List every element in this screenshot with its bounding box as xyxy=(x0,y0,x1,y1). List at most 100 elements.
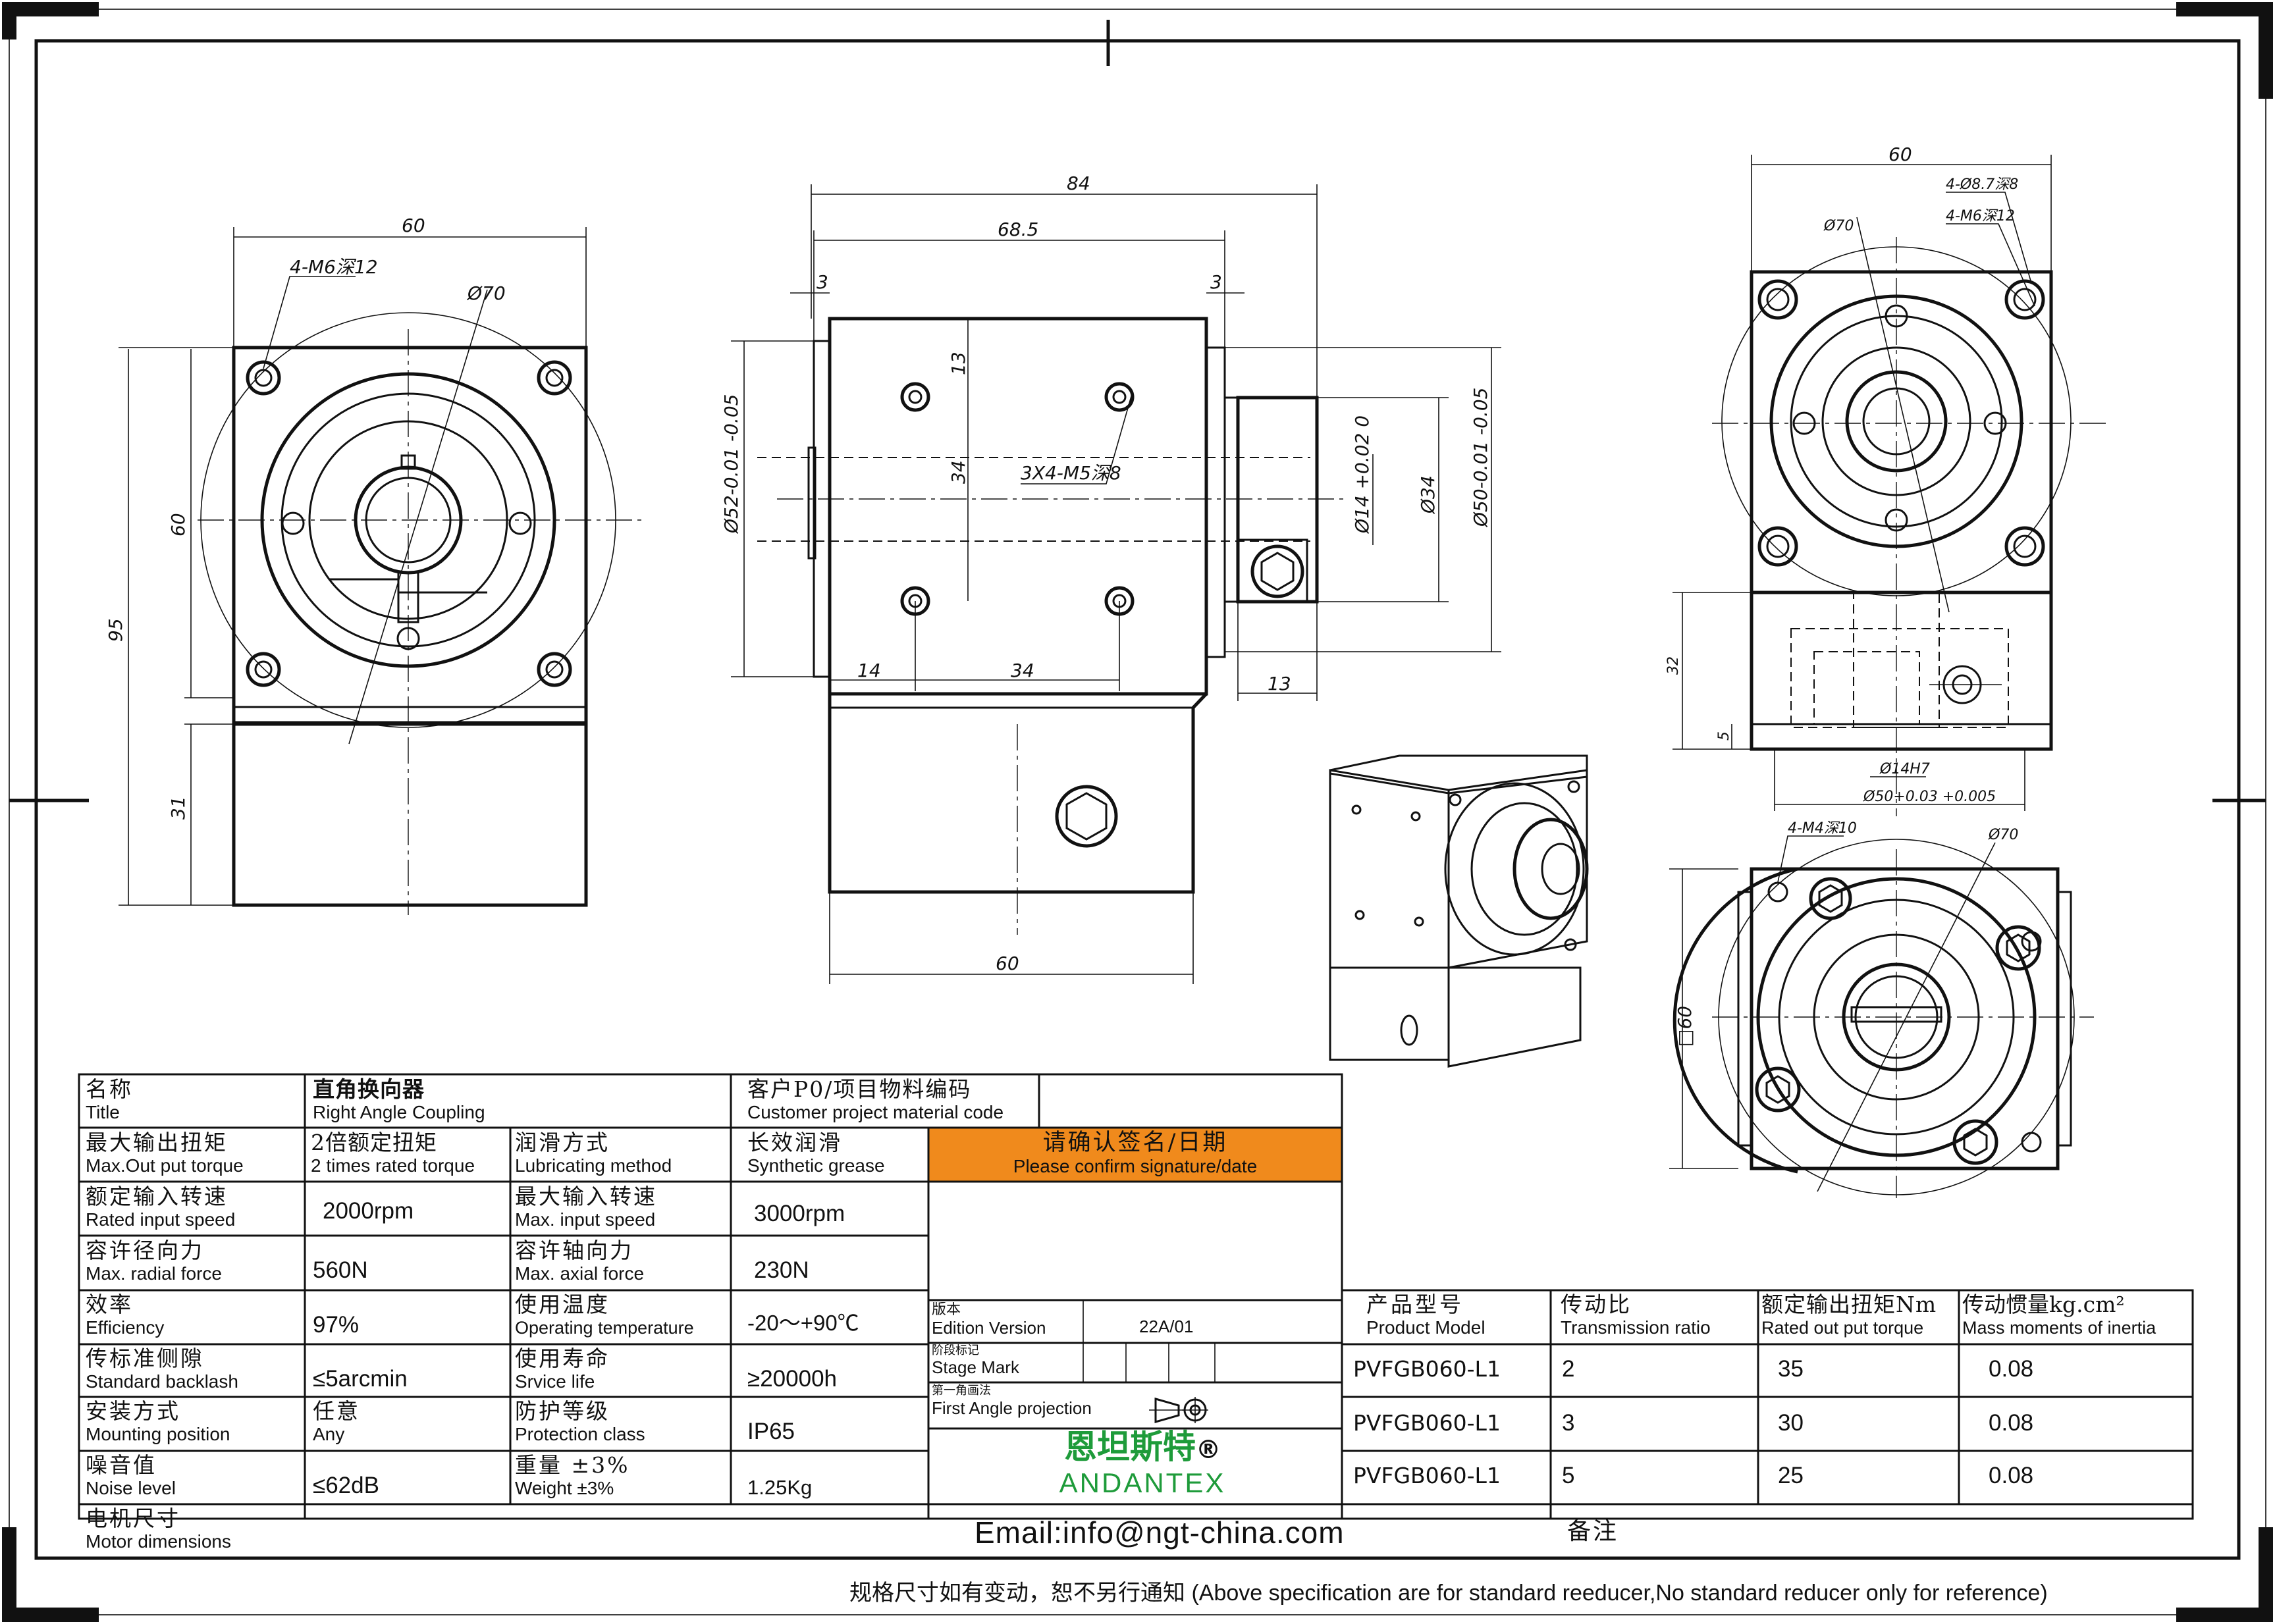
cell-noise-value: ≤62dB xyxy=(313,1473,379,1498)
confirm-signature-banner: 请确认签名/日期 Please confirm signature/date xyxy=(1013,1130,1258,1176)
cell-motor-dimensions-label: 电机尺寸 Motor dimensions xyxy=(86,1506,231,1552)
cell-projection: 第一角画法 First Angle projection xyxy=(932,1384,1092,1418)
cell-efficiency-label: 效率 Efficiency xyxy=(86,1292,165,1338)
cell-backlash-label: 传标准侧隙 Standard backlash xyxy=(86,1346,238,1392)
header-rated-output-torque: 额定输出扭矩Nm Rated out put torque xyxy=(1761,1292,1937,1338)
dim-side-pilot-left: Ø52-0.01 -0.05 xyxy=(720,394,742,534)
dim-front-thread: 4-M6深12 xyxy=(290,256,378,278)
header-mass-inertia: 传动惯量kg.cm² Mass moments of inertia xyxy=(1962,1292,2156,1338)
dim-side-bore: Ø14 +0.02 0 xyxy=(1351,415,1373,534)
dim-side-shaft: 13 xyxy=(1268,673,1291,694)
dim-side-hub: Ø34 xyxy=(1417,475,1439,514)
cell-edition-value: 22A/01 xyxy=(1139,1317,1194,1336)
dim-rt-base-height: 32 xyxy=(1665,656,1682,675)
model-row-1-model: PVFGB060-L1 xyxy=(1353,1356,1501,1382)
dim-rt-pilot: Ø50+0.03 +0.005 xyxy=(1863,789,1996,805)
dim-rb-square: □60 xyxy=(1674,1006,1696,1047)
dim-rt-bore: Ø14H7 xyxy=(1879,761,1930,777)
side-view: 84 68.5 3 3 13 34 3X4-M5深8 Ø52-0.01 -0.0… xyxy=(720,172,1501,984)
model-row-2-inertia: 0.08 xyxy=(1989,1410,2034,1436)
cell-stage-mark: 阶段标记 Stage Mark xyxy=(932,1344,1019,1377)
dim-side-hole-offset: 14 xyxy=(857,660,881,681)
remarks-label: 备注 xyxy=(1567,1518,1619,1545)
dim-rt-bolt-circle: Ø70 xyxy=(1823,218,1854,234)
cell-title-label: 名称 Title xyxy=(86,1077,133,1122)
dim-side-overall: 84 xyxy=(1067,172,1090,194)
cell-temperature-label: 使用温度 Operating temperature xyxy=(515,1292,694,1338)
dim-side-base: 60 xyxy=(996,953,1019,974)
dim-side-hole-pitch: 34 xyxy=(1011,660,1034,681)
dim-front-base-height: 31 xyxy=(167,796,189,820)
contact-email[interactable]: Email:info@ngt-china.com xyxy=(975,1515,1345,1550)
dim-rb-bolt-circle: Ø70 xyxy=(1988,827,2018,843)
dim-side-top-offset: 13 xyxy=(948,352,969,375)
model-row-2-torque: 30 xyxy=(1778,1410,1804,1436)
first-angle-projection-icon xyxy=(1149,1397,1208,1423)
cell-max-torque-label: 最大输出扭矩 Max.Out put torque xyxy=(86,1130,244,1176)
cell-axial-force-value: 230N xyxy=(754,1257,809,1283)
dim-side-body: 68.5 xyxy=(998,219,1038,240)
cell-max-torque-value: 2倍额定扭矩 2 times rated torque xyxy=(311,1130,475,1176)
cell-rated-speed-value: 2000rpm xyxy=(323,1198,414,1224)
model-row-3-model: PVFGB060-L1 xyxy=(1353,1463,1501,1488)
model-row-1-inertia: 0.08 xyxy=(1989,1356,2034,1382)
model-row-3-ratio: 5 xyxy=(1562,1463,1575,1488)
dim-rt-base-step: 5 xyxy=(1716,731,1732,741)
dim-rt-counterbore: 4-Ø8.7深8 xyxy=(1946,176,2018,193)
cell-max-speed-label: 最大输入转速 Max. input speed xyxy=(515,1184,657,1230)
dim-rb-thread: 4-M4深10 xyxy=(1788,820,1857,837)
cell-lubrication-value: 长效润滑 Synthetic grease xyxy=(747,1130,885,1176)
model-row-1-torque: 35 xyxy=(1778,1356,1804,1382)
dim-front-bolt-circle: Ø70 xyxy=(467,282,506,304)
signature-area[interactable] xyxy=(930,1184,1341,1299)
right-bottom-view: 4-M4深10 Ø70 □60 xyxy=(1669,820,2094,1198)
cell-customer-code: 客户P0/项目物料编码 Customer project material co… xyxy=(747,1077,1004,1122)
brand-logo: 恩坦斯特® ANDANTEX xyxy=(1059,1428,1226,1498)
cell-service-life-label: 使用寿命 Srvice life xyxy=(515,1346,610,1392)
cell-max-speed-value: 3000rpm xyxy=(754,1201,845,1226)
confirm-banner-bg xyxy=(927,1126,1343,1183)
model-row-3-inertia: 0.08 xyxy=(1989,1463,2034,1488)
header-product-model: 产品型号 Product Model xyxy=(1366,1292,1485,1338)
cell-noise-label: 噪音值 Noise level xyxy=(86,1453,176,1498)
front-view: 60 4-M6深12 Ø70 60 95 31 xyxy=(105,215,645,915)
cell-efficiency-value: 97% xyxy=(313,1312,360,1338)
dim-rt-width: 60 xyxy=(1888,144,1912,165)
cell-radial-force-value: 560N xyxy=(313,1257,368,1283)
cell-weight-value: 1.25Kg xyxy=(747,1476,813,1499)
cell-protection-label: 防护等级 Protection class xyxy=(515,1399,645,1444)
cell-radial-force-label: 容许径向力 Max. radial force xyxy=(86,1238,222,1284)
model-row-2-ratio: 3 xyxy=(1562,1410,1575,1436)
cell-backlash-value: ≤5arcmin xyxy=(313,1366,408,1392)
cell-service-life-value: ≥20000h xyxy=(747,1366,838,1392)
cell-temperature-value: -20〜+90℃ xyxy=(747,1311,859,1335)
dim-front-width: 60 xyxy=(402,215,425,236)
cell-rated-speed-label: 额定输入转速 Rated input speed xyxy=(86,1184,236,1230)
cell-mounting-value: 任意 Any xyxy=(313,1399,360,1444)
cell-protection-value: IP65 xyxy=(747,1419,795,1444)
dim-side-left-flange: 3 xyxy=(816,271,828,293)
cell-axial-force-label: 容许轴向力 Max. axial force xyxy=(515,1238,645,1284)
cell-edition-label: 版本 Edition Version xyxy=(932,1302,1046,1338)
cell-weight-label: 重量 ±3% Weight ±3% xyxy=(515,1453,630,1498)
dim-front-total-height: 95 xyxy=(105,618,126,642)
cell-title-value: 直角换向器 Right Angle Coupling xyxy=(313,1077,485,1122)
cell-mounting-label: 安装方式 Mounting position xyxy=(86,1399,230,1444)
dim-side-right-flange: 3 xyxy=(1210,271,1222,293)
dim-front-height: 60 xyxy=(167,513,189,537)
cell-lubrication-label: 润滑方式 Lubricating method xyxy=(515,1130,672,1176)
isometric-view xyxy=(1329,754,1589,1068)
header-transmission-ratio: 传动比 Transmission ratio xyxy=(1561,1292,1711,1338)
dim-side-hole-spacing: 34 xyxy=(948,460,969,484)
dim-side-pilot-right: Ø50-0.01 -0.05 xyxy=(1470,388,1491,527)
dim-side-threads: 3X4-M5深8 xyxy=(1021,462,1121,484)
spec-table-grid xyxy=(78,1073,2194,1520)
model-row-3-torque: 25 xyxy=(1778,1463,1804,1488)
model-row-2-model: PVFGB060-L1 xyxy=(1353,1410,1501,1436)
model-row-1-ratio: 2 xyxy=(1562,1356,1575,1382)
dim-rt-thread: 4-M6深12 xyxy=(1946,208,2015,224)
right-top-view: 60 4-Ø8.7深8 4-M6深12 Ø70 32 5 Ø14H7 Ø50+0… xyxy=(1665,144,2107,816)
footer-disclaimer: 规格尺寸如有变动，恕不另行通知 (Above specification are… xyxy=(849,1581,2048,1606)
